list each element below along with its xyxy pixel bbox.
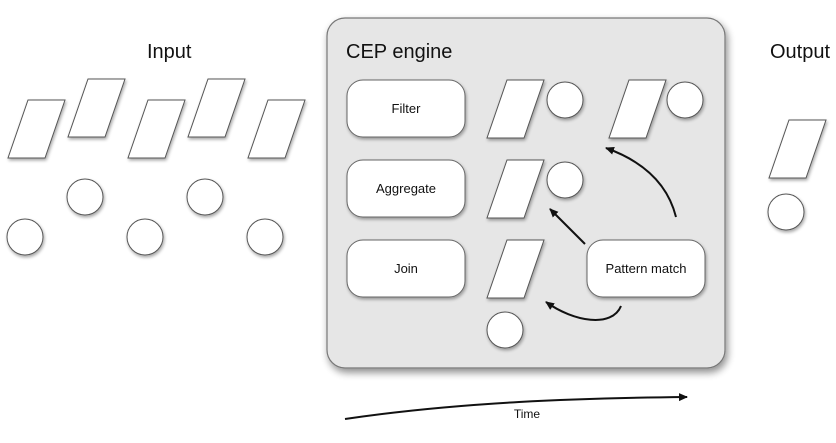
engine-events [486,79,704,349]
aggregate-box [346,159,466,218]
pattern-arrow-to-aggregate [549,208,586,245]
event-parallelogram-shape [247,99,306,159]
event-circle-shape [666,81,704,119]
event-parallelogram-shape [187,78,246,138]
event-circle-shape [546,161,584,199]
event-parallelogram-shape [608,79,667,139]
event-circle-shape [486,311,524,349]
event-circle-shape [546,81,584,119]
pattern-arrow-to-filter [605,146,677,218]
event-parallelogram-shape [486,159,545,219]
engine-title: CEP engine [346,41,452,63]
aggregate-label: Aggregate [376,181,436,196]
aggregate-operator: Aggregate [346,159,466,218]
filter-operator: Filter [346,79,466,138]
event-parallelogram-shape [768,119,827,179]
event-circle-shape [246,218,284,256]
input-events [6,78,306,256]
join-label: Join [394,261,418,276]
event-parallelogram-shape [127,99,186,159]
event-circle-shape [6,218,44,256]
event-circle-shape [126,218,164,256]
event-parallelogram-shape [7,99,66,159]
event-parallelogram-shape [486,239,545,299]
time-label: Time [514,407,541,421]
event-parallelogram-shape [67,78,126,138]
pattern-match-operator: Pattern match [586,239,706,298]
join-box [346,239,466,298]
event-parallelogram-shape [486,79,545,139]
event-circle-shape [186,178,224,216]
input-title: Input [147,41,192,63]
output-events [767,119,827,231]
filter-box [346,79,466,138]
time-arrow [344,393,688,420]
event-circle-shape [767,193,805,231]
pattern-match-label: Pattern match [606,261,687,276]
output-title: Output [770,41,830,63]
filter-label: Filter [392,101,422,116]
pattern-arrow-to-join [545,301,622,321]
event-circle-shape [66,178,104,216]
pattern-match-box [586,239,706,298]
join-operator: Join [346,239,466,298]
